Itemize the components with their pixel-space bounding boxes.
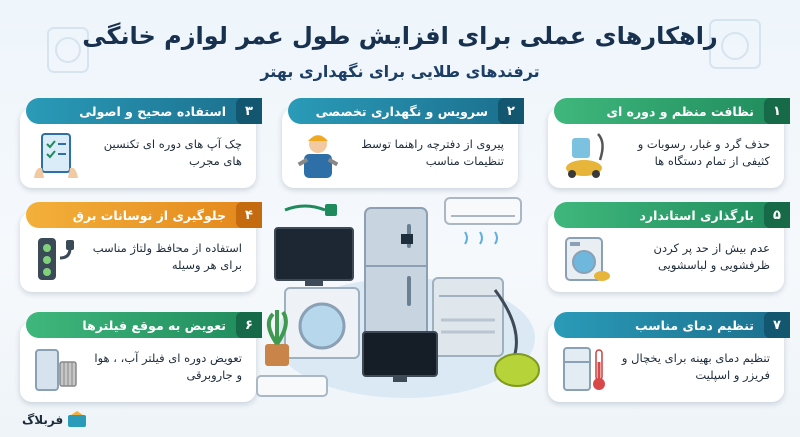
tip-number: ۳ — [236, 98, 262, 124]
tip-card-1: ۱ نظافت منظم و دوره ای حذف گرد و غبار، ر… — [548, 98, 790, 188]
tip-number: ۲ — [498, 98, 524, 124]
tip-number: ۷ — [764, 312, 790, 338]
page-subtitle: ترفندهای طلایی برای نگهداری بهتر — [260, 62, 540, 81]
tip-card-header: ۶ تعویض به موقع فیلترها — [26, 312, 262, 338]
tip-text: چک آپ های دوره ای تکنسین های مجرب — [103, 137, 242, 168]
power-strip-icon — [38, 238, 74, 280]
tip-card-header: ۱ نظافت منظم و دوره ای — [554, 98, 790, 124]
tip-number: ۴ — [236, 202, 262, 228]
tip-card-7: ۷ تنظیم دمای مناسب تنظیم دمای بهینه برای… — [548, 312, 790, 402]
tip-card-4: ۴ جلوگیری از نوسانات برق استفاده از محاف… — [20, 202, 262, 292]
thermometer-fridge-icon — [563, 347, 605, 391]
washing-machine-icon — [284, 287, 360, 359]
plant-icon — [265, 310, 289, 366]
air-filter-icon — [35, 349, 77, 391]
monitor-icon — [362, 331, 438, 382]
farblog-logo-icon — [68, 411, 87, 427]
tip-text: عدم بیش از حد پر کردن ظرفشویی و لباسشویی — [653, 241, 770, 272]
vacuum-cleaner-icon — [566, 133, 604, 178]
checklist-icon — [34, 133, 78, 178]
brand-name: فربلاگ — [22, 413, 64, 427]
tip-card-header: ۴ جلوگیری از نوسانات برق — [26, 202, 262, 228]
vacuum-cleaner-icon — [493, 289, 540, 387]
refrigerator-icon — [364, 207, 428, 347]
background-decoration — [709, 19, 761, 69]
tip-title: نظافت منظم و دوره ای — [606, 103, 754, 119]
washing-machine-icon — [565, 237, 610, 281]
plug-icon — [284, 204, 337, 216]
tip-card-3: ۳ استفاده صحیح و اصولی چک آپ های دوره ای… — [20, 98, 262, 188]
tip-title: سرویس و نگهداری تخصصی — [315, 103, 488, 119]
television-icon — [274, 227, 354, 286]
background-decoration — [47, 27, 89, 73]
page-title: راهکارهای عملی برای افزایش طول عمر لوازم… — [82, 22, 718, 50]
technician-icon — [297, 135, 339, 178]
tip-card-6: ۶ تعویض به موقع فیلترها تعویض دوره ای فی… — [20, 312, 262, 402]
tip-title: بارگذاری استاندارد — [639, 207, 754, 223]
tip-card-header: ۵ بارگذاری استاندارد — [554, 202, 790, 228]
tip-title: استفاده صحیح و اصولی — [79, 103, 226, 119]
tip-card-header: ۲ سرویس و نگهداری تخصصی — [288, 98, 524, 124]
brand-logo[interactable]: فربلاگ — [22, 411, 87, 429]
tip-number: ۱ — [764, 98, 790, 124]
appliances-illustration — [256, 197, 540, 398]
tip-text: حذف گرد و غبار، رسوبات و کثیفی از تمام د… — [637, 137, 770, 168]
dishwasher-icon — [432, 277, 504, 357]
tip-card-header: ۳ استفاده صحیح و اصولی — [26, 98, 262, 124]
tip-title: جلوگیری از نوسانات برق — [72, 207, 226, 223]
tip-title: تعویض به موقع فیلترها — [82, 317, 226, 333]
tip-text: تعویض دوره ای فیلتر آب، ، هوا و جاروبرقی — [94, 351, 242, 382]
tip-card-5: ۵ بارگذاری استاندارد عدم بیش از حد پر کر… — [548, 202, 790, 292]
tip-number: ۶ — [236, 312, 262, 338]
tip-card-2: ۲ سرویس و نگهداری تخصصی پیروی از دفترچه … — [282, 98, 524, 188]
tip-card-header: ۷ تنظیم دمای مناسب — [554, 312, 790, 338]
air-conditioner-icon — [256, 375, 328, 397]
tip-text: پیروی از دفترچه راهنما توسط تنظیمات مناس… — [361, 137, 504, 168]
air-conditioner-icon — [444, 197, 522, 245]
tip-text: استفاده از محافظ ولتاژ مناسب برای هر وسی… — [92, 241, 242, 272]
tip-text: تنظیم دمای بهینه برای یخچال و فریزر و اس… — [621, 351, 770, 382]
tip-number: ۵ — [764, 202, 790, 228]
tip-title: تنظیم دمای مناسب — [635, 317, 754, 333]
